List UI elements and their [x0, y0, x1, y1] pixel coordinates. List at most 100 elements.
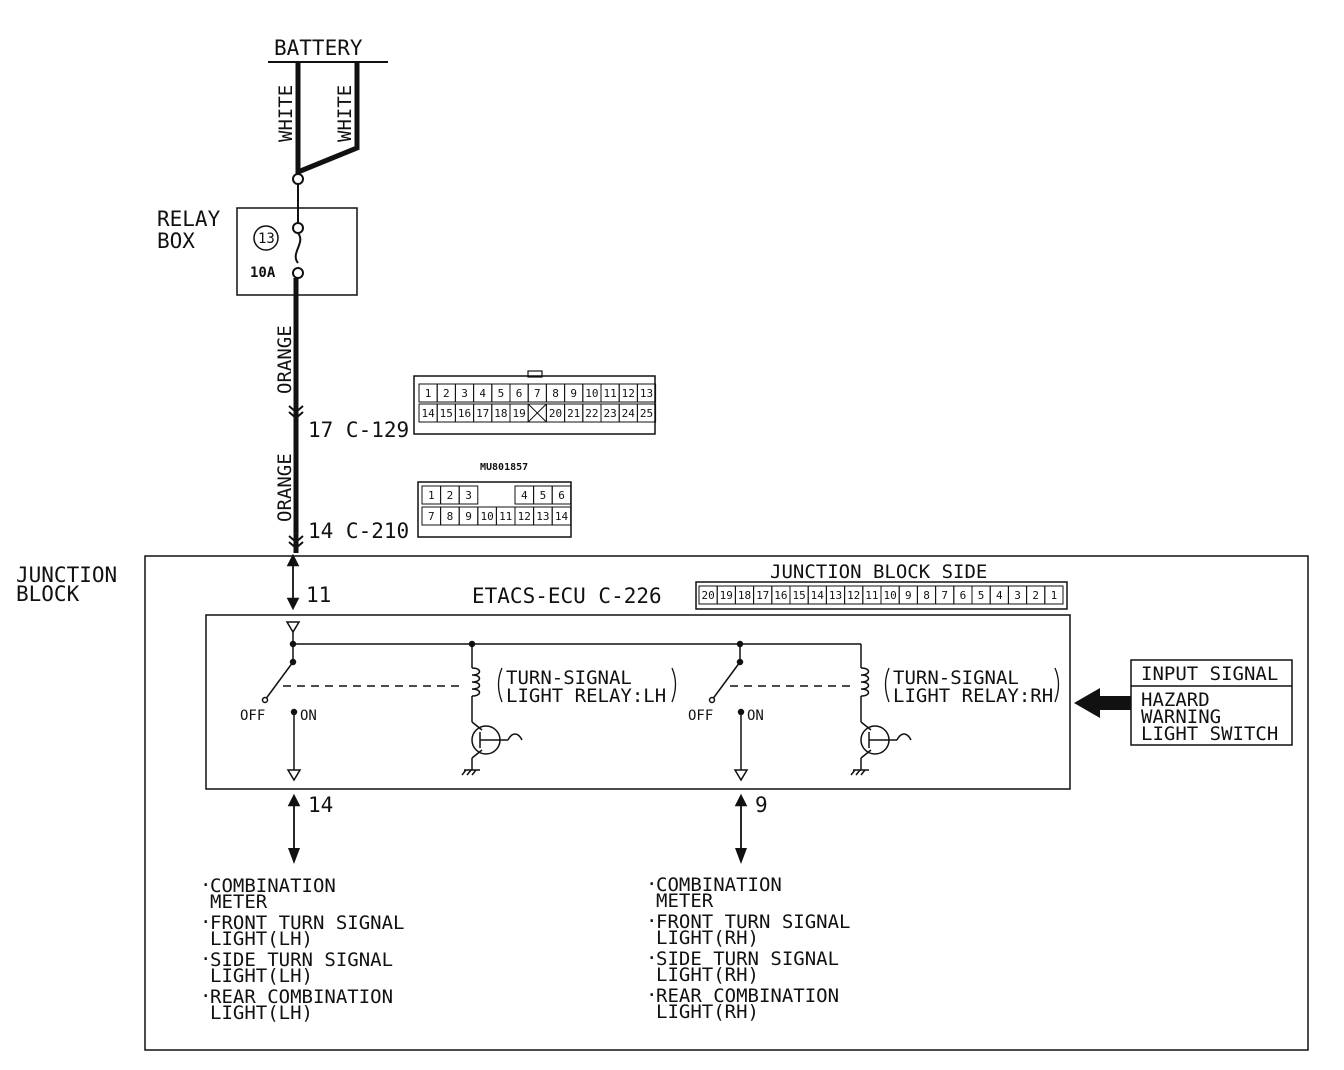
output-lh-4-line-1: REAR COMBINATION: [210, 986, 393, 1008]
c210-pin-13: 13: [536, 510, 549, 523]
ecu-pin-18: 18: [738, 589, 751, 602]
output-list-lh: · COMBINATION METER · FRONT TURN SIGNAL …: [200, 874, 404, 1024]
output-lh-3-line-2: LIGHT(LH): [210, 965, 313, 987]
output-list-rh: · COMBINATION METER · FRONT TURN SIGNAL …: [646, 873, 850, 1023]
ecu-pin-6: 6: [960, 589, 967, 602]
c129-pin-3: 3: [461, 387, 468, 400]
ecu-pin-17: 17: [756, 589, 769, 602]
input-signal-line-3: LIGHT SWITCH: [1141, 723, 1278, 745]
output-lh-4-line-2: LIGHT(LH): [210, 1002, 313, 1024]
ecu-connector-side-label: JUNCTION BLOCK SIDE: [770, 561, 987, 583]
ecu-pin-16: 16: [774, 589, 787, 602]
output-rh-3-line-2: LIGHT(RH): [656, 964, 759, 986]
output-lh-1-line-1: COMBINATION: [210, 875, 336, 897]
c129-pin-11: 11: [603, 387, 616, 400]
pin-left-out-label: 14: [308, 793, 333, 817]
ecu-pin-12: 12: [847, 589, 860, 602]
output-lh-arrow-icon: [288, 848, 300, 864]
relay-box: RELAY BOX 13 10A: [157, 184, 358, 296]
ecu-internal-labels: OFF ON OFF ON TURN-SIGNAL LIGHT RELAY:LH…: [240, 667, 1060, 724]
ecu-pin-19: 19: [720, 589, 733, 602]
relay-lh-label-1: TURN-SIGNAL: [506, 667, 632, 689]
svg-text:·: ·: [646, 873, 657, 895]
c210-pin-9: 9: [465, 510, 472, 523]
c129-pin-15: 15: [440, 407, 453, 420]
ecu-pin-2: 2: [1032, 589, 1039, 602]
c210-pin-14-cell: [551, 506, 572, 526]
switch-rh-off-label: OFF: [688, 708, 713, 724]
input-signal-title: INPUT SIGNAL: [1141, 663, 1278, 685]
c210-pin-5: 5: [540, 489, 547, 502]
c210-pin-6: 6: [558, 489, 565, 502]
relay-coil-lh-icon: [471, 667, 481, 697]
svg-text:·: ·: [200, 985, 211, 1007]
output-rh-1-line-2: METER: [656, 890, 714, 912]
c129-pin-13-cell: [636, 383, 657, 403]
wire-label-orange-1: ORANGE: [274, 325, 296, 394]
connector-c210-symbol: [288, 535, 304, 544]
c129-pin-21: 21: [567, 407, 580, 420]
output-rh-arrow-icon: [735, 848, 747, 864]
c210-pin-1: 1: [428, 489, 435, 502]
c210-pin-2: 2: [447, 489, 454, 502]
c129-pin-9: 9: [570, 387, 577, 400]
c129-pin-5: 5: [498, 387, 505, 400]
output-rh-1-line-1: COMBINATION: [656, 874, 782, 896]
ecu-label: ETACS-ECU C-226: [472, 584, 662, 608]
fuse-icon: [294, 232, 302, 264]
ecu-pin-10: 10: [883, 589, 896, 602]
switch-lh-on-label: ON: [300, 708, 317, 724]
c129-pin-6: 6: [516, 387, 523, 400]
wire-label-orange-2: ORANGE: [274, 453, 296, 522]
output-rh-2-line-1: FRONT TURN SIGNAL: [656, 911, 850, 933]
switch-lh-off-label: OFF: [240, 708, 265, 724]
relay-box-label-2: BOX: [157, 229, 195, 253]
svg-text:·: ·: [646, 910, 657, 932]
input-signal-line-2: WARNING: [1141, 706, 1221, 728]
fuse-number: 13: [258, 231, 275, 247]
wire-label-white-1: WHITE: [275, 85, 297, 142]
output-lh-2-line-1: FRONT TURN SIGNAL: [210, 912, 404, 934]
c129-pin-19: 19: [512, 407, 525, 420]
c129-pin-25-cell: [636, 403, 657, 423]
ecu-pin-14: 14: [811, 589, 825, 602]
ecu-pin-1: 1: [1051, 589, 1058, 602]
output-rh-4-line-1: REAR COMBINATION: [656, 985, 839, 1007]
c210-pin-3: 3: [465, 489, 472, 502]
svg-text:·: ·: [646, 947, 657, 969]
c129-pin-25: 25: [640, 407, 653, 420]
white-wires: WHITE WHITE: [275, 62, 360, 185]
input-signal-box: INPUT SIGNAL HAZARD WARNING LIGHT SWITCH: [1074, 659, 1293, 746]
connector-c129-symbol: [288, 405, 304, 414]
pin-11-terminal: 11: [286, 553, 331, 611]
c129-pin-4: 4: [479, 387, 486, 400]
c210-pin-10: 10: [480, 510, 493, 523]
wire-label-white-2: WHITE: [334, 85, 356, 142]
junction-block-label-1: JUNCTION: [16, 563, 117, 587]
svg-text:·: ·: [200, 874, 211, 896]
c129-pin-22: 22: [585, 407, 598, 420]
c210-pin-3-cell: [458, 485, 479, 505]
ecu-pin-15: 15: [792, 589, 805, 602]
c129-pin-10: 10: [585, 387, 598, 400]
c129-pin-18: 18: [494, 407, 507, 420]
connector-c210-part-number: MU801857: [480, 462, 528, 473]
connector-c210-label: 14 C-210: [308, 519, 409, 543]
relay-rh-label-1: TURN-SIGNAL: [893, 667, 1019, 689]
c129-pin-2: 2: [443, 387, 450, 400]
svg-text:·: ·: [646, 984, 657, 1006]
c210-pin-11: 11: [499, 510, 512, 523]
output-lh-3-line-1: SIDE TURN SIGNAL: [210, 949, 393, 971]
battery-label: BATTERY: [274, 36, 363, 60]
output-terminals: 14 9: [287, 793, 768, 864]
pin-input-label: 11: [306, 583, 331, 607]
c129-pin-7: 7: [534, 387, 541, 400]
c129-pin-16: 16: [458, 407, 471, 420]
c129-empty-cross: [527, 403, 547, 423]
fuse-rating: 10A: [250, 265, 276, 281]
c129-pin-13: 13: [640, 387, 653, 400]
ecu-pin-20: 20: [701, 589, 714, 602]
